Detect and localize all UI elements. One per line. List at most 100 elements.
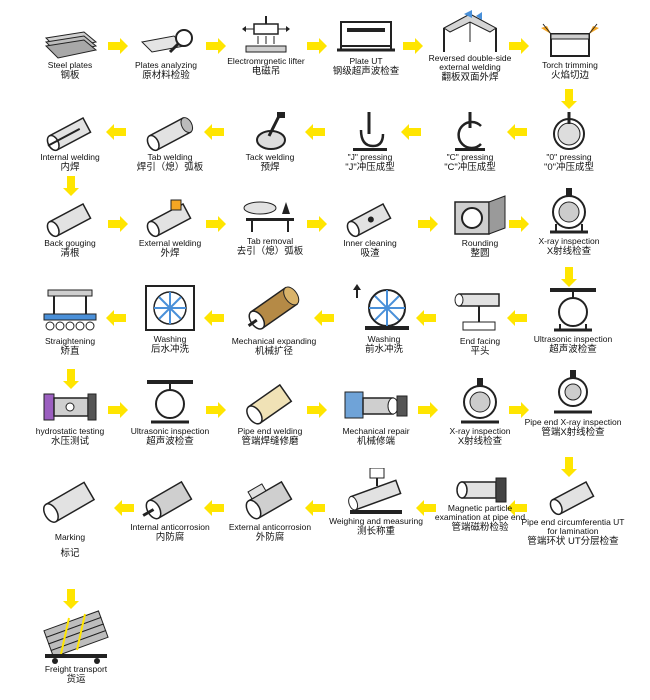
step-label-en: Magnetic particle examination at pipe en…: [434, 503, 526, 522]
tab-weld-icon: [146, 117, 194, 152]
step-label-cn: 平头: [470, 346, 490, 357]
step-o-pressing: "0" pressing "0"冲压成型: [521, 112, 617, 174]
step-label-cn: 机械修端: [356, 436, 395, 447]
step-washing-2: Washing 后水冲洗: [122, 282, 218, 356]
step-label-en: Weighing and measuring: [329, 516, 423, 526]
step-internal-welding: Internal welding 内焊: [22, 112, 118, 174]
step-straightening: Straightening 矫直: [22, 288, 118, 358]
magnifier-icon: [140, 29, 193, 54]
c-press-icon: [455, 112, 485, 151]
coated-pipe-icon: [245, 480, 293, 520]
step-j-pressing: "J" pressing "J"冲压成型: [322, 112, 418, 174]
torch-icon: [541, 23, 599, 57]
step-pipe-end-circ-ut: Pipe end circumferentia UT for laminatio…: [521, 478, 625, 548]
step-label-cn: 前水冲洗: [364, 344, 403, 355]
step-label-en: Internal welding: [40, 152, 100, 162]
step-label-en: hydrostatic testing: [35, 426, 105, 436]
step-label-cn: 管端焊缝修磨: [241, 436, 299, 447]
tab-removal-icon: [243, 201, 294, 232]
step-c-pressing: "C" pressing "C"冲压成型: [422, 112, 518, 174]
step-mechanical-expanding: Mechanical expanding 机械扩径: [222, 280, 326, 358]
step-label-en: "0" pressing: [546, 152, 592, 162]
cart-icon: [43, 610, 109, 664]
step-pipe-end-welding: Pipe end welding 管端焊缝修磨: [222, 380, 318, 448]
step-label-en: Freight transport: [44, 664, 108, 674]
step-label-cn: 管端X射线检查: [541, 427, 605, 438]
xray-icon: [554, 370, 592, 414]
step-label-cn: 水压测试: [50, 436, 89, 447]
step-label-en: Torch trimming: [542, 60, 598, 70]
step-marking: Marking 标记: [22, 478, 118, 560]
rounding-icon: [454, 195, 506, 235]
step-external-welding: External welding 外焊: [122, 198, 218, 260]
step-label-cn: "0"冲压成型: [543, 162, 595, 173]
arrow-down: [63, 176, 79, 196]
cleaning-icon: [346, 203, 392, 238]
step-label-en: Plates analyzing: [135, 60, 197, 70]
step-plate-ut: Plate UT 钢级超声波检查: [318, 20, 414, 78]
step-washing-1: Washing 前水冲洗: [336, 284, 432, 356]
step-pipe-end-xray: Pipe end X-ray inspection 管端X射线检查: [521, 370, 625, 439]
step-label-cn: 原材料检验: [142, 70, 190, 81]
pipe-icon: [46, 203, 92, 238]
ut-frame-icon: [337, 21, 395, 52]
step-hydrostatic: hydrostatic testing 水压测试: [22, 386, 118, 448]
step-label-en: Steel plates: [47, 60, 93, 70]
internal-weld-icon: [46, 117, 92, 152]
step-tab-removal: Tab removal 去引（熄）弧板: [222, 194, 318, 258]
step-mechanical-repair: Mechanical repair 机械修端: [328, 386, 424, 448]
step-label-en: Mechanical repair: [342, 426, 410, 436]
tack-weld-icon: [256, 112, 286, 150]
step-xray-2: X-ray inspection X射线检查: [432, 378, 528, 448]
step-label-en: External welding: [138, 238, 202, 248]
step-ultrasonic-1: Ultrasonic inspection 超声波检查: [521, 286, 625, 356]
magnetic-icon: [456, 477, 507, 503]
marking-icon: [42, 481, 96, 523]
ultrasonic-icon: [550, 288, 596, 332]
step-label-en: Mechanical expanding: [231, 336, 317, 346]
washing-wheel-icon: [353, 284, 409, 330]
step-label-en: Marking: [54, 532, 86, 542]
ultrasonic-icon: [147, 380, 193, 424]
end-facing-icon: [454, 293, 500, 331]
step-label-en: Inner cleaning: [343, 238, 397, 248]
step-label-en: Washing: [153, 334, 187, 344]
step-label-en: Pipe end circumferentia UT for laminatio…: [521, 517, 625, 536]
external-weld-icon: [146, 199, 192, 238]
step-label-cn: 管端环状 UT分层检查: [527, 536, 619, 547]
o-press-icon: [553, 112, 585, 150]
step-label-cn: 超声波检查: [549, 344, 597, 355]
step-label-cn: 机械扩径: [254, 346, 293, 357]
step-reversed-welding: Reversed double-side external welding 翻板…: [418, 8, 522, 84]
step-label-en: Tab welding: [147, 152, 193, 162]
step-label-en: Internal anticorrosion: [130, 522, 210, 532]
step-torch-trimming: Torch trimming 火焰切边: [522, 20, 618, 82]
lifter-icon: [242, 16, 290, 53]
step-label-en: Reversed double-side external welding: [428, 53, 512, 72]
circ-ut-icon: [549, 481, 595, 516]
arrow-down: [561, 89, 577, 109]
step-label-cn: 内防腐: [155, 532, 185, 543]
step-label-cn: 超声波检查: [146, 436, 194, 447]
step-rounding: Rounding 整圆: [432, 194, 528, 260]
step-tack-welding: Tack welding 预焊: [222, 112, 318, 174]
step-label-en: "J" pressing: [347, 152, 393, 162]
step-label-cn: 翻板双面外焊: [441, 72, 499, 83]
step-weighing: Weighing and measuring 测长称重: [328, 468, 424, 538]
step-internal-anticorrosion: Internal anticorrosion 内防腐: [122, 476, 218, 544]
step-label-cn: 电磁吊: [251, 66, 281, 77]
step-label-en: End facing: [459, 336, 501, 346]
expander-icon: [247, 286, 300, 330]
step-label-en: Plate UT: [349, 56, 383, 66]
step-inner-cleaning: Inner cleaning 吸渣: [322, 198, 418, 260]
step-label-cn: 去引（熄）弧板: [236, 246, 304, 257]
xray-icon: [461, 378, 499, 424]
step-label-cn: 外焊: [160, 248, 180, 259]
arrow-down: [561, 457, 577, 477]
step-label-en: Tab removal: [246, 236, 294, 246]
inner-coat-icon: [142, 480, 193, 520]
step-label-cn: 后水冲洗: [150, 344, 189, 355]
hydro-test-icon: [43, 393, 97, 421]
step-steel-plates: Steel plates 钢板: [22, 28, 118, 82]
step-external-anticorrosion: External anticorrosion 外防腐: [222, 476, 318, 544]
